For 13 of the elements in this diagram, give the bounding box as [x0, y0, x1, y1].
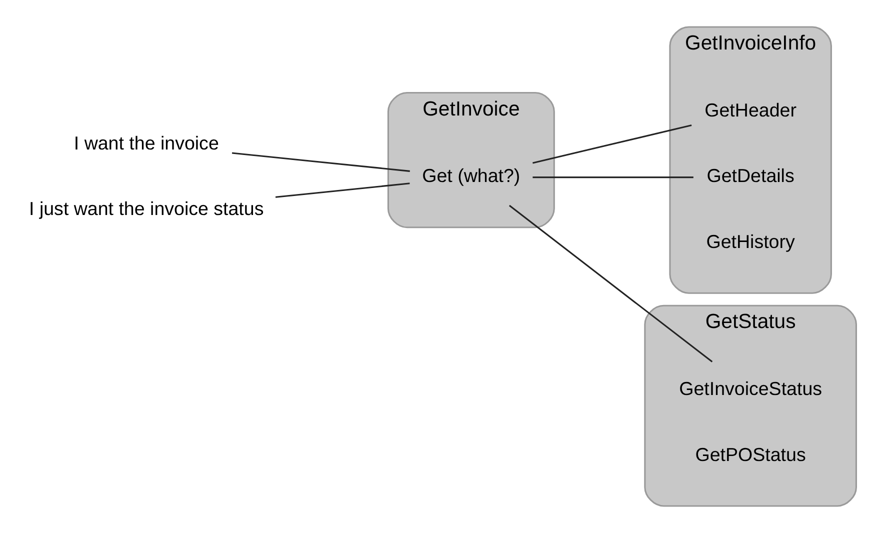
node-text: GetPOStatus — [695, 444, 806, 465]
node-text: GetHeader — [704, 99, 796, 120]
node-text: GetHistory — [706, 230, 795, 252]
connector — [508, 204, 713, 362]
node-text: I want the invoice — [74, 132, 219, 154]
node-text: I just want the invoice status — [29, 198, 264, 220]
connector — [532, 176, 694, 178]
connector — [275, 182, 410, 198]
node-text: GetInvoiceStatus — [679, 378, 822, 400]
connector — [532, 124, 692, 164]
connector — [232, 152, 410, 172]
node-text: GetDetails — [706, 165, 794, 186]
node-text: Get (what?) — [422, 165, 520, 186]
